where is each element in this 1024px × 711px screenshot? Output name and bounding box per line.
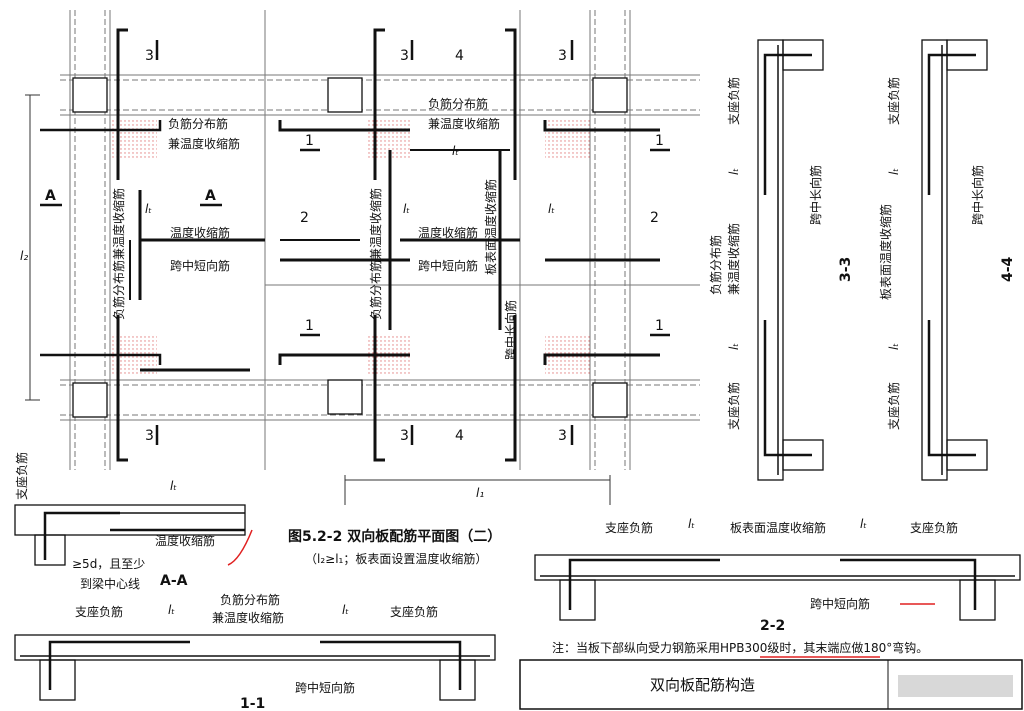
cut-label-1: 1 [655,318,664,334]
dim-lt: lₜ [452,144,459,158]
aa-note1: ≥5d，且至少 [72,557,145,571]
cut-label-4: 4 [455,428,464,444]
s44-surface-temp: 板表面温度收缩筋 [878,204,893,300]
label-neg-dist: 负筋分布筋 [428,96,488,111]
aa-name: A-A [160,573,188,589]
aa-support-neg: 支座负筋 [14,452,29,500]
label-mid-short: 跨中短向筋 [418,258,478,273]
footnote: 注：当板下部纵向受力钢筋采用HPB300级时，其末端应做180°弯钩。 [552,640,928,655]
dim-l2: l₂ [20,249,28,263]
aa-note2: 到梁中心线 [80,576,140,591]
s22-surface-temp: 板表面温度收缩筋 [730,520,826,535]
cut-label-a: A [205,188,216,204]
cut-label-1: 1 [655,133,664,149]
column [72,77,108,113]
s22-lt: lₜ [860,517,867,531]
s33-support-neg-top: 支座负筋 [726,77,741,125]
s11-neg-dist: 负筋分布筋 [220,592,280,607]
title-block [519,659,1023,710]
s44-mid-long: 跨中长向筋 [970,165,985,225]
dim-lt: lₜ [145,202,152,216]
label-neg-dist: 负筋分布筋 [168,116,228,131]
aa-lt: lₜ [170,479,177,493]
dim-lt: lₜ [548,202,555,216]
s33-name: 3-3 [838,257,854,282]
section-4-4: 支座负筋 支座负筋 lₜ lₜ 板表面温度收缩筋 跨中长向筋 4-4 [878,39,1016,481]
s11-lt: lₜ [168,603,175,617]
s11-support-neg-r: 支座负筋 [390,604,438,619]
s33-neg-dist: 负筋分布筋 [708,235,723,295]
s33-mid-long: 跨中长向筋 [808,165,823,225]
cut-label-3: 3 [400,428,409,444]
label-neg-dist-temp-v: 负筋分布筋兼温度收缩筋 [368,188,383,320]
dim-l1: l₁ [476,486,484,500]
label-temp-shrink-also: 兼温度收缩筋 [428,116,500,131]
label-temp-shrink-also: 兼温度收缩筋 [168,136,240,151]
s22-support-neg-l: 支座负筋 [605,520,653,535]
hatch-zones [112,118,590,375]
figure-title: 图5.2-2 双向板配筋平面图（二） （l₂≥l₁；板表面设置温度收缩筋） [288,528,501,566]
dim-lt: lₜ [403,202,410,216]
s44-lt: lₜ [887,168,901,175]
label-surface-temp-v: 板表面温度收缩筋 [483,179,498,275]
label-temp-shrink: 温度收缩筋 [170,225,230,240]
s11-also-temp: 兼温度收缩筋 [212,610,284,625]
aa-temp-shrink: 温度收缩筋 [155,533,215,548]
cut-label-2: 2 [650,210,659,226]
rebars [40,28,660,462]
s11-mid-short: 跨中短向筋 [295,680,355,695]
column [327,77,363,113]
s11-name: 1-1 [240,696,265,711]
cut-label-1: 1 [305,133,314,149]
cut-label-1: 1 [305,318,314,334]
plan-view [25,10,700,505]
label-mid-long-v: 跨中长向筋 [503,300,518,360]
cut-label-4: 4 [455,48,464,64]
title-block-title: 双向板配筋构造 [650,676,755,694]
cut-label-a: A [45,188,56,204]
column [327,379,363,415]
dimensions [25,94,611,505]
s22-support-neg-r: 支座负筋 [910,520,958,535]
label-neg-dist-temp-v: 负筋分布筋兼温度收缩筋 [111,188,126,320]
s22-mid-short: 跨中短向筋 [810,596,870,611]
label-temp-shrink: 温度收缩筋 [418,225,478,240]
section-3-3: 支座负筋 支座负筋 lₜ lₜ 负筋分布筋 兼温度收缩筋 跨中长向筋 3-3 [708,39,854,481]
section-2-2: 支座负筋 支座负筋 板表面温度收缩筋 lₜ lₜ 跨中短向筋 2-2 [534,517,1021,634]
note-and-title-block: 注：当板下部纵向受力钢筋采用HPB300级时，其末端应做180°弯钩。 双向板配… [519,640,1023,710]
plan-labels: 3 3 4 3 3 3 4 3 1 1 1 1 2 2 A A l₂ l₁ lₜ… [20,48,664,500]
section-a-a: 支座负筋 lₜ 温度收缩筋 ≥5d，且至少 到梁中心线 A-A [14,452,253,591]
figure-subtitle: （l₂≥l₁；板表面设置温度收缩筋） [305,551,487,566]
column [592,77,628,113]
s11-support-neg-l: 支座负筋 [75,604,123,619]
section-1-1: 支座负筋 支座负筋 负筋分布筋 兼温度收缩筋 lₜ lₜ 跨中短向筋 1-1 [14,592,496,711]
s44-support-neg-bot: 支座负筋 [886,382,901,430]
s11-lt: lₜ [342,603,349,617]
cut-label-2: 2 [300,210,309,226]
cut-label-3: 3 [558,48,567,64]
cut-label-3: 3 [400,48,409,64]
s22-lt: lₜ [688,517,695,531]
figure-title-text: 图5.2-2 双向板配筋平面图（二） [288,528,501,545]
s33-also-temp: 兼温度收缩筋 [726,223,741,295]
s33-lt: lₜ [727,168,741,175]
label-mid-short: 跨中短向筋 [170,258,230,273]
cut-label-3: 3 [558,428,567,444]
s44-name: 4-4 [1000,256,1016,282]
s33-support-neg-bot: 支座负筋 [726,382,741,430]
column [72,382,108,418]
column [592,382,628,418]
cut-label-3: 3 [145,428,154,444]
s44-lt: lₜ [887,343,901,350]
cut-label-3: 3 [145,48,154,64]
cut-marks [40,40,670,445]
s44-support-neg-top: 支座负筋 [886,77,901,125]
s33-lt: lₜ [727,343,741,350]
columns [72,77,628,418]
s22-name: 2-2 [760,618,785,634]
